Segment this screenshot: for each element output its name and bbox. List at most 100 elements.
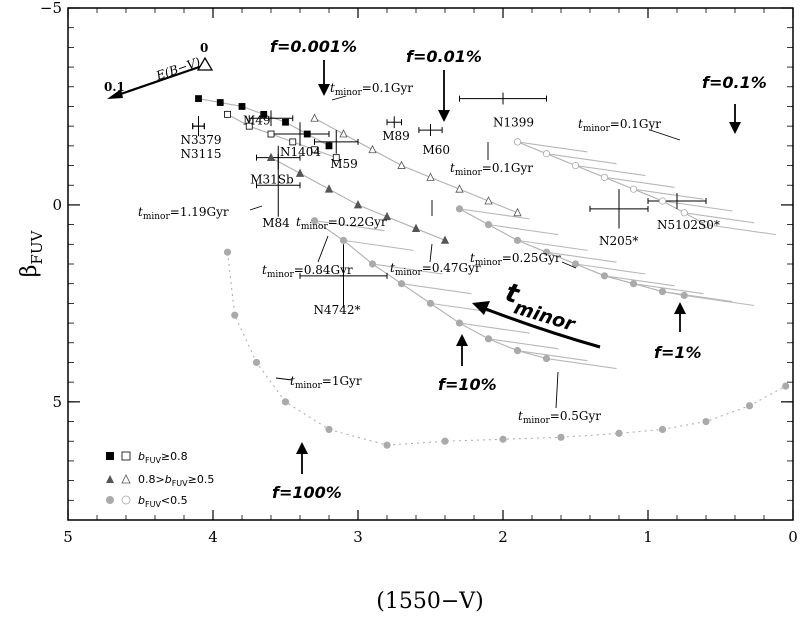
data-point-triangle [440,235,450,244]
legend-marker-triangle-filled [106,475,114,483]
y-axis-label: βFUV [17,230,46,278]
galaxy-label: M84 [262,216,290,230]
x-tick-label: 4 [208,528,218,546]
data-point-circle [231,311,239,319]
model-segment [372,263,443,275]
data-point-square [311,146,318,154]
series-track-5 [314,117,518,214]
tminor-label: tminor=0.1Gyr [578,117,661,134]
data-point-circle [629,185,638,193]
legend-marker-square-filled [106,452,114,460]
f-label-1: f=1% [654,343,702,362]
data-point-circle [513,236,522,244]
data-point-triangle [484,196,493,205]
data-point-circle [397,280,406,288]
x-tick-label: 2 [498,528,508,546]
f-label-0001: f=0.001% [270,37,357,56]
tminor-label: tminor=0.22Gyr [296,215,387,232]
data-point-triangle [411,223,421,232]
data-point-circle [252,358,261,367]
data-point-circle [702,417,710,426]
tminor-pointer [275,377,293,381]
tminor-label: tminor=0.1Gyr [450,161,533,178]
data-point-square [289,138,297,146]
data-point-circle [383,441,391,449]
data-point-circle [339,236,348,244]
y-tick-label: −5 [40,0,62,17]
y-tick-label: 0 [52,196,62,214]
data-point-triangle [368,144,377,154]
galaxy-label: M59 [330,157,358,171]
data-point-triangle [513,207,522,217]
data-point-circle [600,272,609,280]
tminor-pointer [649,129,681,141]
data-point-circle [658,197,667,205]
tminor-label: tminor=1Gyr [290,374,362,391]
model-segment [662,291,733,303]
data-point-square [195,95,202,102]
series-track-0 [226,252,787,446]
model-segment [662,200,733,212]
ebv-right-value: 0 [200,41,208,55]
data-point-circle [310,217,319,225]
data-point-triangle [295,168,305,177]
series-track-7 [227,113,337,159]
legend-entry-3: bFUV<0.5 [138,494,188,509]
model-segment [575,164,646,177]
data-point-circle [600,173,609,181]
data-marks [195,95,790,449]
y-tick-label: 5 [52,393,62,411]
data-point-square [332,154,340,162]
tminor-annotations: tminor=0.1Gyrtminor=0.1Gyrtminor=0.1Gyrt… [138,81,681,426]
y-axis-label-sub: FUV [28,230,46,265]
tminor-label: tminor=1.19Gyr [138,205,229,222]
galaxy-label: N1404 [280,145,321,159]
galaxy-labels: N3379N3115M49N1404M31SbM59M84M89M60N1399… [181,113,720,317]
data-point-triangle [353,200,363,209]
model-segment [604,275,675,287]
legend: bFUV≥0.8 0.8>bFUV≥0.5 bFUV<0.5 [106,450,214,509]
x-tick-label: 1 [643,528,653,546]
data-point-circle [325,425,333,434]
model-segment [546,251,617,263]
model-segment [604,176,675,188]
galaxy-label: M89 [382,129,410,143]
f-annotations: f=0.001% f=0.01% f=0.1% f=1% f=10% f=100… [270,37,767,502]
ebv-vector: E(B−V) 0.1 0 [104,41,214,99]
data-point-circle [571,161,580,170]
data-point-triangle [426,172,435,181]
tminor-label: tminor=0.25Gyr [470,251,561,268]
model-segment [459,208,530,220]
data-point-triangle [455,184,464,193]
legend-entry-2: 0.8>bFUV≥0.5 [138,473,214,488]
tminor-label: tminor=0.84Gyr [262,263,353,280]
galaxy-label: M60 [423,143,451,157]
data-point-circle [615,429,623,437]
data-point-circle [368,260,377,268]
data-point-circle [629,280,638,288]
data-point-circle [455,205,464,213]
model-segment [684,212,755,224]
galaxy-label: N4742* [314,303,361,317]
galaxy-label: N3115 [181,147,222,161]
data-point-square [245,122,253,130]
model-segment [343,239,414,251]
f-label-100: f=100% [272,483,342,502]
tminor-pointer [429,243,433,263]
data-point-square [224,110,231,118]
data-point-circle [513,347,522,355]
data-point-circle [745,402,754,410]
tminor-pointer [249,205,263,211]
model-segment [517,239,588,251]
data-point-circle [542,248,551,256]
galaxy-label: M31Sb [250,173,294,187]
tminor-pointer [317,235,329,263]
data-point-circle [441,437,449,445]
data-point-triangle [382,211,392,221]
model-segment [684,294,755,307]
f-label-10: f=10% [438,375,497,394]
data-point-circle [680,291,688,300]
model-segment [488,338,559,350]
x-tick-label: 3 [353,528,363,546]
